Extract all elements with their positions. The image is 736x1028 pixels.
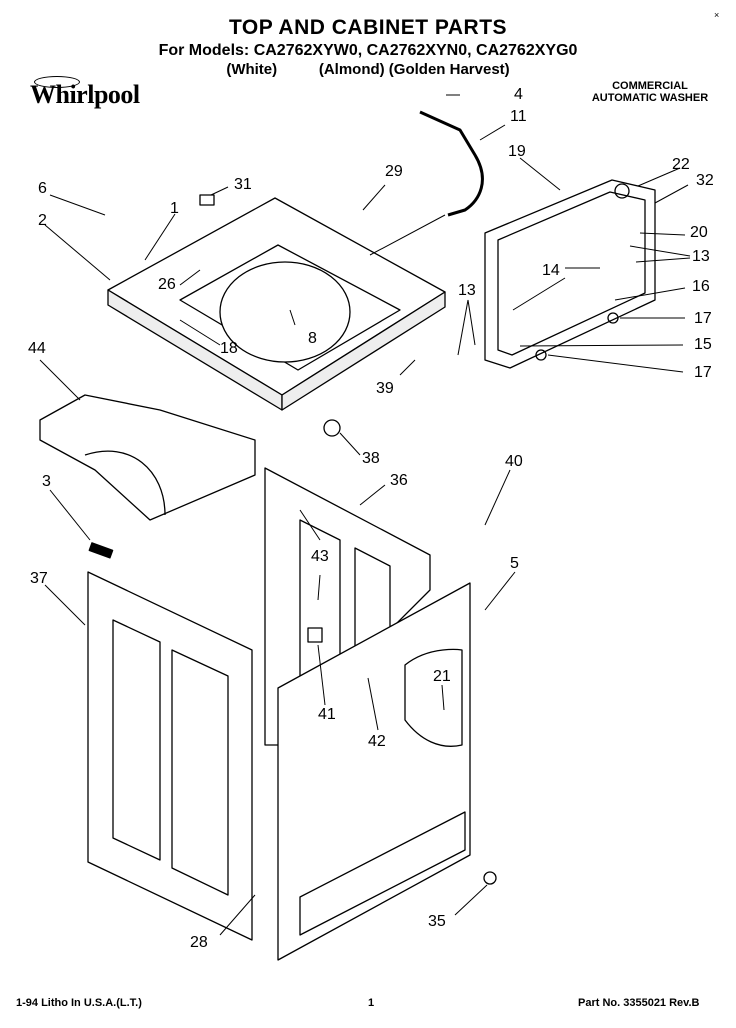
part-17a [607, 312, 619, 324]
part-38 [323, 419, 341, 437]
diagram-title: TOP AND CABINET PARTS [228, 16, 508, 39]
front-panel [277, 582, 471, 961]
footer-litho: 1-94 Litho In U.S.A.(L.T.) [16, 997, 142, 1009]
product-type: COMMERCIAL AUTOMATIC WASHER [580, 80, 720, 104]
footer-part-number: Part No. 3355021 Rev.B [578, 997, 700, 1009]
product-line-2: AUTOMATIC WASHER [591, 92, 709, 104]
model-numbers: For Models: CA2762XYW0, CA2762XYN0, CA27… [158, 42, 578, 59]
part-41 [307, 627, 323, 643]
brand-logo: Whirlpool [30, 80, 140, 109]
part-17b [535, 349, 547, 361]
brand-badge-icon [34, 76, 80, 88]
top-panel [107, 197, 446, 411]
part-3 [88, 542, 114, 559]
left-cabinet-side [87, 571, 253, 941]
part-31 [199, 194, 215, 206]
lid [484, 179, 656, 369]
part-35 [483, 871, 497, 885]
part-22 [614, 183, 630, 199]
product-line-1: COMMERCIAL [612, 80, 688, 92]
close-icon[interactable]: × [714, 10, 720, 20]
footer-page-number: 1 [368, 997, 375, 1009]
rear-shield [39, 394, 256, 521]
model-colors: (White) (Almond) (Golden Harvest) [226, 61, 510, 78]
cord-assembly [419, 110, 484, 217]
